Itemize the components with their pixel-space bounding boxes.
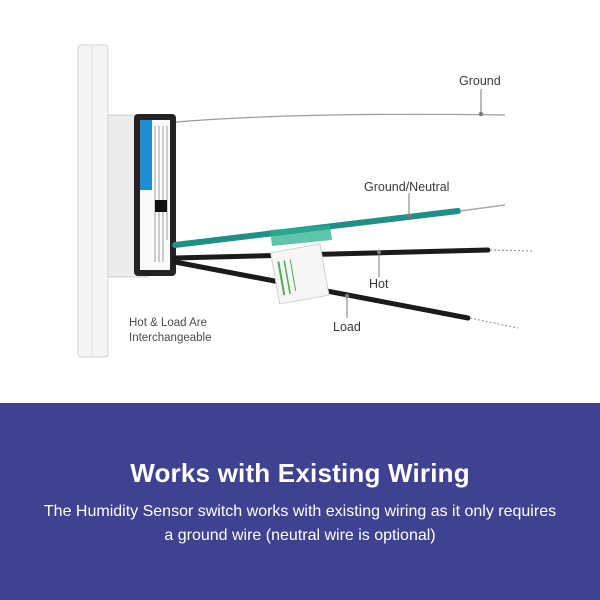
note-line-2: Interchangeable bbox=[129, 332, 212, 344]
load-label: Load bbox=[333, 320, 361, 334]
wiring-diagram: Ground Ground/Neutral Hot Load Hot & Loa… bbox=[77, 44, 534, 358]
ground-label: Ground bbox=[459, 74, 501, 88]
tape-wrap bbox=[270, 225, 332, 246]
qr-code-icon bbox=[155, 200, 167, 212]
ground-wire bbox=[175, 113, 506, 123]
wall-plate bbox=[77, 44, 109, 358]
load-wire-stranded-end bbox=[469, 317, 519, 329]
interchangeable-note: Hot & Load Are Interchangeable bbox=[129, 316, 279, 346]
warning-tag bbox=[270, 243, 330, 305]
ground-neutral-label: Ground/Neutral bbox=[364, 180, 450, 194]
ground-neutral-copper-end bbox=[459, 204, 506, 212]
wiring-illustration bbox=[77, 44, 534, 358]
hot-wire-stranded-end bbox=[489, 249, 534, 252]
label-text-lines bbox=[154, 126, 168, 262]
info-banner: Works with Existing Wiring The Humidity … bbox=[0, 403, 600, 600]
note-line-1: Hot & Load Are bbox=[129, 317, 207, 329]
hot-label: Hot bbox=[369, 277, 389, 291]
hot-wire bbox=[172, 247, 491, 261]
banner-title: Works with Existing Wiring bbox=[130, 458, 470, 488]
banner-description: The Humidity Sensor switch works with ex… bbox=[43, 503, 557, 544]
brand-stripe bbox=[140, 120, 152, 190]
